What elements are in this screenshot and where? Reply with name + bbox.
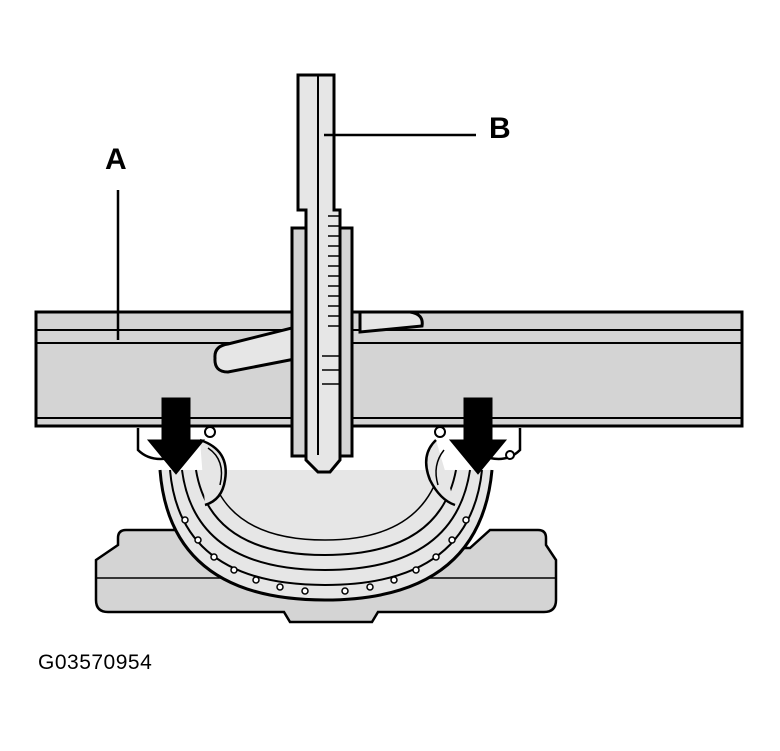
down-arrows bbox=[146, 397, 508, 475]
depth-gauge bbox=[213, 73, 424, 474]
figure-id-caption: G03570954 bbox=[38, 651, 153, 674]
callout-label-a: A bbox=[105, 143, 127, 176]
left-down-arrow bbox=[146, 397, 206, 475]
right-down-arrow bbox=[448, 397, 508, 475]
synchro-ring bbox=[136, 426, 522, 602]
straight-edge-bar bbox=[34, 310, 744, 428]
leader-lines bbox=[116, 133, 476, 340]
callout-label-b: B bbox=[489, 112, 511, 145]
